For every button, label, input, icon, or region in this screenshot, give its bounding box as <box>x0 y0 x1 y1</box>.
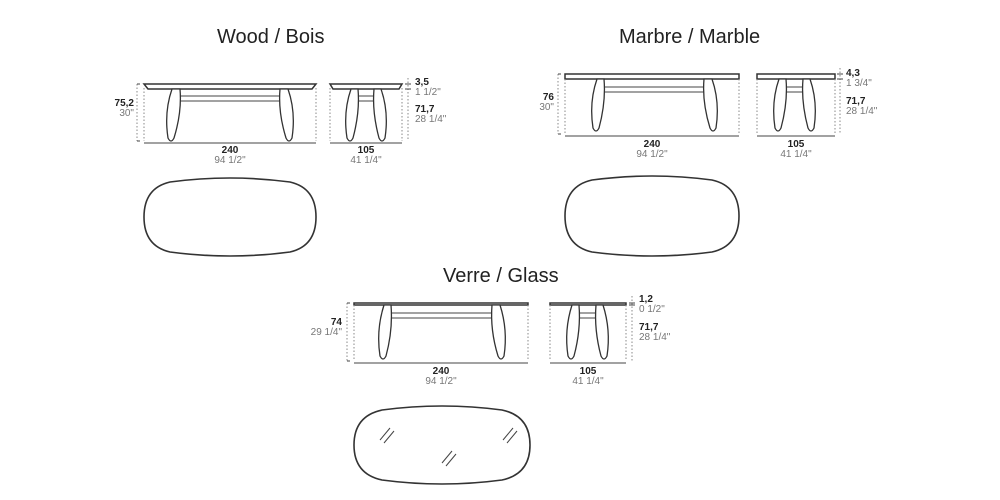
height-dimension: 76 30" <box>539 92 554 113</box>
variant-wood: Wood / Bois <box>0 0 500 260</box>
top-thickness-dimension: 4,3 1 3/4" <box>846 68 872 89</box>
side-elevation <box>549 296 635 364</box>
top-view <box>564 175 740 257</box>
variant-title: Wood / Bois <box>217 26 325 48</box>
length-dimension: 240 94 1/2" <box>214 145 246 166</box>
length-dimension: 240 94 1/2" <box>425 366 457 387</box>
leg-height-dimension: 71,7 28 1/4" <box>639 322 671 343</box>
glass-reflection-marks <box>379 427 518 467</box>
width-dimension: 105 41 1/4" <box>572 366 604 387</box>
length-dimension: 240 94 1/2" <box>636 139 668 160</box>
side-elevation <box>328 78 411 144</box>
variant-marble: Marbre / Marble 76 <box>539 26 878 257</box>
variant-title: Marbre / Marble <box>619 26 761 48</box>
front-elevation <box>346 302 529 364</box>
front-elevation <box>136 83 318 144</box>
top-thickness-dimension: 1,2 0 1/2" <box>639 294 665 315</box>
variant-title: Verre / Glass <box>443 265 559 287</box>
width-dimension: 105 41 1/4" <box>780 139 812 160</box>
front-elevation <box>557 73 740 137</box>
leg-height-dimension: 71,7 28 1/4" <box>415 104 447 125</box>
width-dimension: 105 41 1/4" <box>350 145 382 166</box>
marble-drawing <box>557 68 843 257</box>
top-view <box>143 177 317 257</box>
side-elevation <box>756 68 843 137</box>
height-dimension: 75,2 30" <box>114 98 134 119</box>
height-dimension: 74 29 1/4" <box>310 317 342 338</box>
leg-height-dimension: 71,7 28 1/4" <box>846 96 878 117</box>
top-view <box>353 405 531 485</box>
wood-drawing <box>136 78 411 257</box>
top-thickness-dimension: 3,5 1 1/2" <box>415 77 441 98</box>
